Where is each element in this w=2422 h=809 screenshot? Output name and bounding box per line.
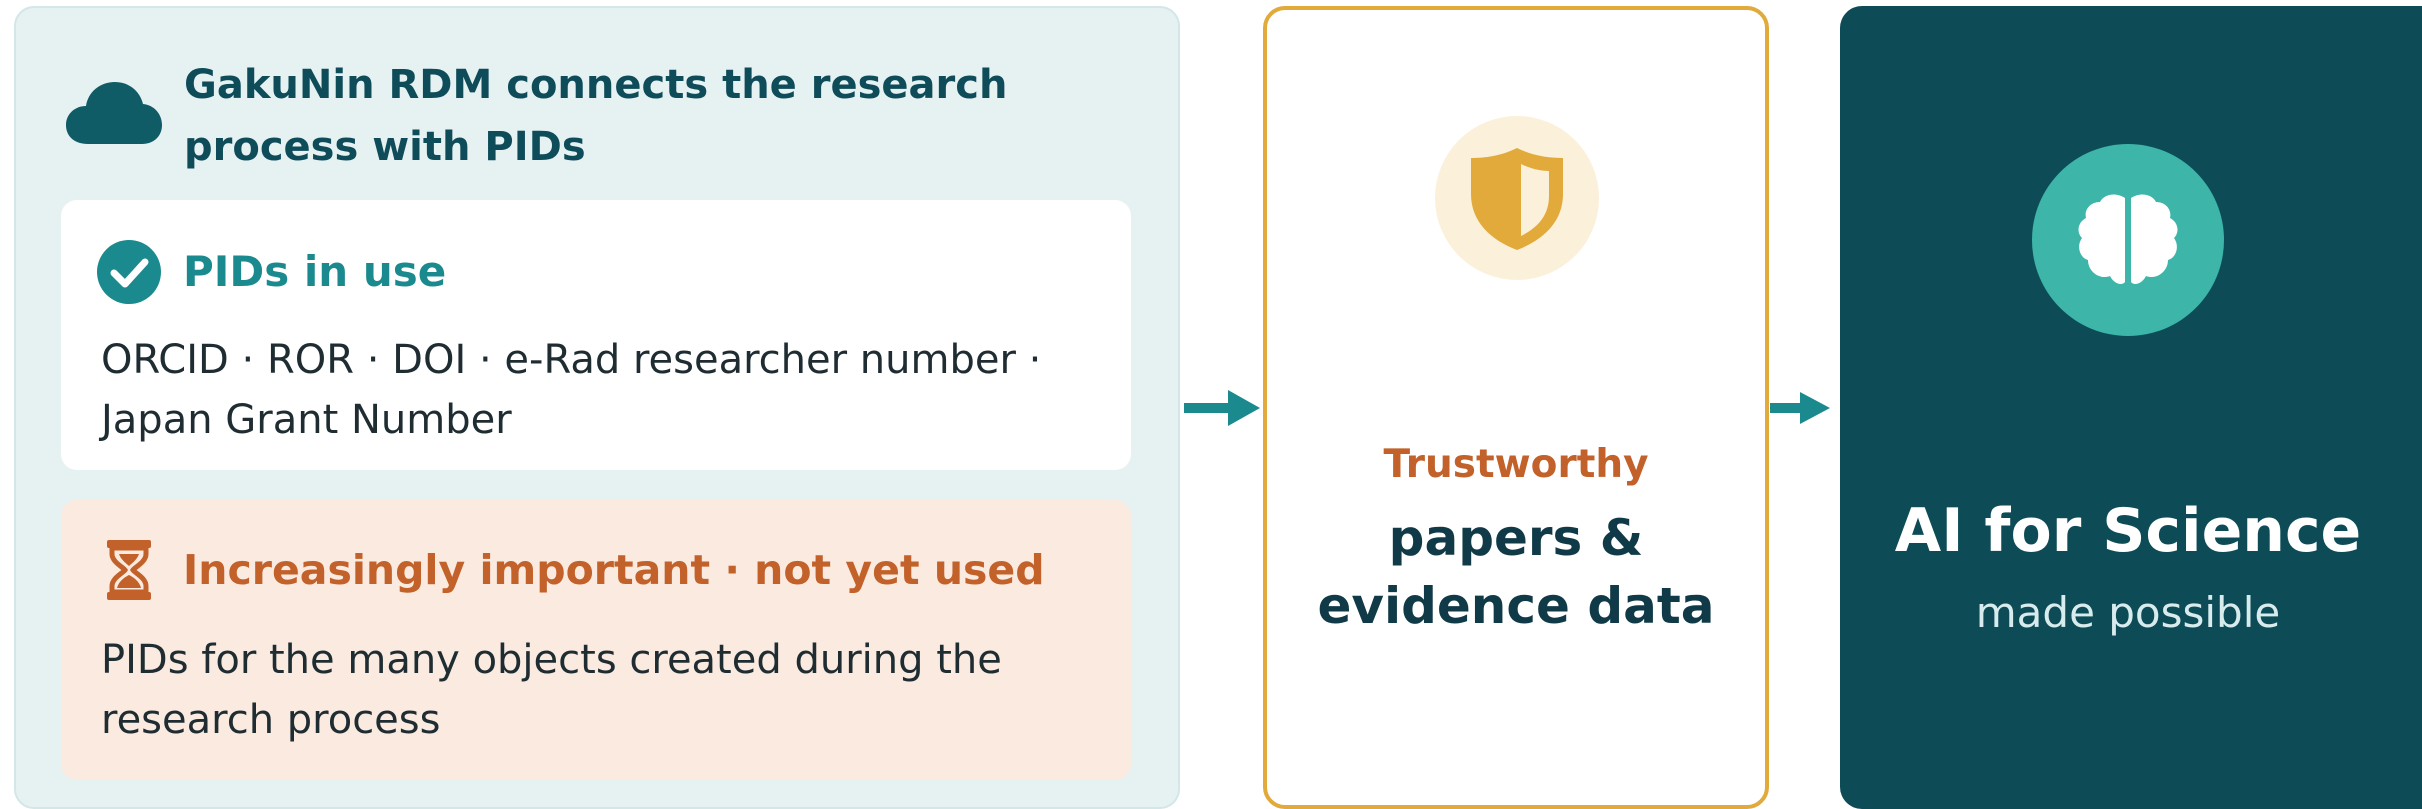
not-yet-used-description: PIDs for the many objects created during…	[101, 637, 1002, 743]
made-possible-subtitle: made possible	[1975, 588, 2281, 637]
shield-badge	[1435, 116, 1599, 280]
cloud-icon	[66, 82, 162, 144]
pids-in-use-card: PIDs in use ORCID · ROR · DOI · e-Rad re…	[61, 200, 1131, 470]
not-yet-used-title: Increasingly important · not yet used	[183, 546, 1045, 594]
papers-evidence-title: papers & evidence data	[1317, 509, 1715, 635]
not-yet-used-card: Increasingly important · not yet used PI…	[61, 500, 1131, 780]
left-panel: GakuNin RDM connects the research proces…	[14, 6, 1180, 809]
brain-badge	[2032, 144, 2224, 336]
panel-header: GakuNin RDM connects the research proces…	[66, 44, 1146, 174]
right-panel: AI for Science made possible	[1840, 6, 2422, 809]
middle-panel: Trustworthy papers & evidence data	[1263, 6, 1769, 809]
pids-in-use-list: ORCID · ROR · DOI · e-Rad researcher num…	[101, 337, 1042, 443]
panel-title: GakuNin RDM connects the research proces…	[184, 62, 1008, 170]
trust-label: Trustworthy	[1383, 442, 1649, 487]
brain-icon	[2078, 194, 2178, 284]
arrow-right-icon	[1184, 390, 1260, 426]
pids-in-use-title: PIDs in use	[183, 247, 447, 296]
check-circle-icon	[97, 240, 161, 304]
ai-for-science-title: AI for Science	[1894, 496, 2362, 566]
shield-icon	[1471, 148, 1563, 250]
hourglass-icon	[107, 540, 151, 600]
arrow-right-icon	[1770, 392, 1830, 424]
